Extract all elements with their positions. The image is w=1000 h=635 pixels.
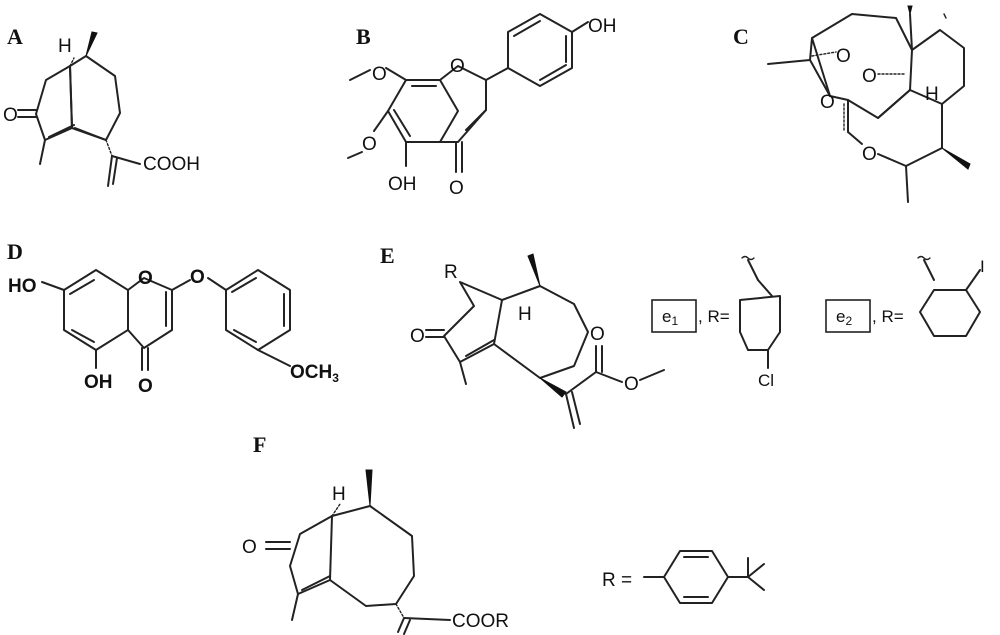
panel-label-a: A [7, 24, 23, 49]
atom-c-h: H [925, 84, 939, 105]
r-equals-e2: , R= [872, 307, 904, 326]
atom-f-h: H [332, 484, 346, 505]
panel-label-b: B [356, 24, 371, 49]
atom-a-h: H [58, 36, 72, 57]
panel-label-c: C [733, 24, 749, 49]
atom-b-oh: OH [388, 174, 417, 195]
atom-d-o-keto: O [138, 376, 153, 397]
panel-e: E R O H O O e1 , R= Cl e2 , R= [380, 243, 985, 429]
atom-b-oh-top: OH [588, 16, 617, 37]
atom-b-o-me1: O [372, 64, 387, 85]
atom-e-o-keto: O [410, 326, 425, 347]
panel-a: A O H COOH [3, 24, 200, 187]
atom-e-o-ester1: O [590, 324, 605, 345]
atom-d-o-ring: O [138, 268, 153, 289]
label-e2: e2 [836, 307, 852, 328]
atom-d-o-link: O [190, 267, 205, 288]
panel-f: F O H COOR R = [242, 432, 765, 635]
panel-c: C O O O H O [733, 5, 971, 203]
atom-e-o-ester2: O [624, 374, 639, 395]
r-equals-f: R = [602, 570, 632, 591]
atom-d-oh: OH [84, 372, 113, 393]
atom-b-o-ring: O [450, 56, 465, 77]
r-equals-e1: , R= [698, 307, 730, 326]
panel-b: B O O OH O O OH [347, 13, 617, 199]
atom-d-och3: OCH3 [290, 362, 339, 385]
panel-label-f: F [253, 432, 266, 457]
atom-e-h: H [518, 304, 532, 325]
atom-b-o-keto: O [449, 178, 464, 199]
atom-e-cl: Cl [758, 371, 774, 390]
atom-b-o-me2: O [362, 134, 377, 155]
atom-f-o: O [242, 537, 257, 558]
label-box-e2 [825, 299, 871, 333]
atom-a-cooh: COOH [143, 154, 200, 175]
atom-c-o3: O [862, 66, 877, 87]
atom-c-o4: O [862, 144, 877, 165]
label-box-e1 [651, 299, 697, 333]
atom-c-o2: O [836, 46, 851, 67]
atom-f-coor: COOR [452, 611, 509, 632]
label-e1: e1 [662, 307, 678, 328]
panel-label-e: E [380, 243, 395, 268]
atom-a-o: O [3, 105, 18, 126]
panel-d: D O HO OH O O OCH3 [7, 239, 339, 397]
atom-d-ho: HO [8, 276, 37, 297]
atom-e-r: R [444, 262, 458, 283]
atom-e-i: I [980, 257, 985, 276]
atom-c-o1: O [820, 92, 835, 113]
panel-label-d: D [7, 239, 23, 264]
